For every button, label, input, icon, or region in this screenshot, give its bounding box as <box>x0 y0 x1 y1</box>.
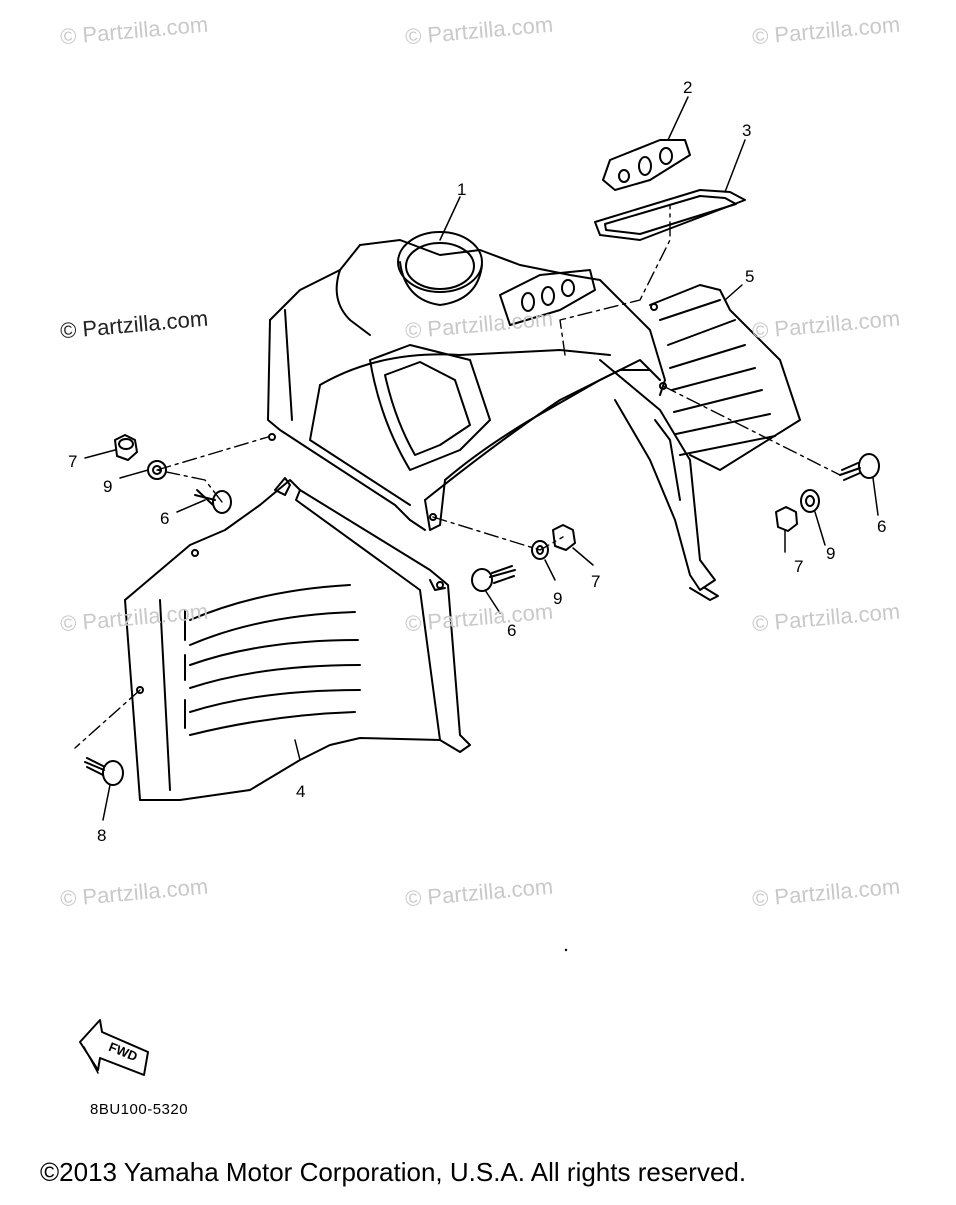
copyright-notice: ©2013 Yamaha Motor Corporation, U.S.A. A… <box>40 1157 747 1187</box>
callout-label: 9 <box>826 544 836 563</box>
callout-label: 3 <box>742 121 752 140</box>
fastener-washer-right <box>800 489 820 513</box>
callout-label: 2 <box>683 78 693 97</box>
assembly-lines <box>74 204 841 749</box>
callout-label: 4 <box>296 782 306 801</box>
callout-label: 7 <box>68 452 78 471</box>
fastener-screw-left <box>194 489 232 514</box>
callout-label: 8 <box>97 826 107 845</box>
fastener-screw-center <box>471 565 516 592</box>
fastener-nut-right <box>775 506 798 532</box>
callout-label: 7 <box>591 572 601 591</box>
part-2-indicator-lens <box>602 139 691 191</box>
part-5-right-side-panel <box>649 284 801 471</box>
fwd-arrow-icon: FWD <box>79 1019 149 1076</box>
part-3-gasket <box>594 189 746 241</box>
callout-label: 6 <box>877 517 887 536</box>
fastener-screw-right <box>839 453 880 481</box>
callout-label: 9 <box>553 589 563 608</box>
part-4-left-side-panel <box>124 477 471 801</box>
fwd-label: FWD <box>107 1039 140 1064</box>
callout-label: 6 <box>507 621 517 640</box>
fastener-washer-center <box>531 540 549 560</box>
fastener-screw-bottom <box>84 757 124 786</box>
callout-label: 5 <box>745 267 755 286</box>
callout-label: 6 <box>160 509 170 528</box>
diagram-code: 8BU100-5320 <box>90 1101 189 1118</box>
part-1-front-panel <box>267 231 719 601</box>
callout-label: 9 <box>103 477 113 496</box>
callout-label: 1 <box>457 180 467 199</box>
callout-label: 7 <box>794 557 804 576</box>
leader-lines <box>84 96 879 821</box>
fastener-nut-left <box>114 434 138 461</box>
stray-mark <box>564 948 568 952</box>
fastener-nut-center <box>552 524 576 551</box>
